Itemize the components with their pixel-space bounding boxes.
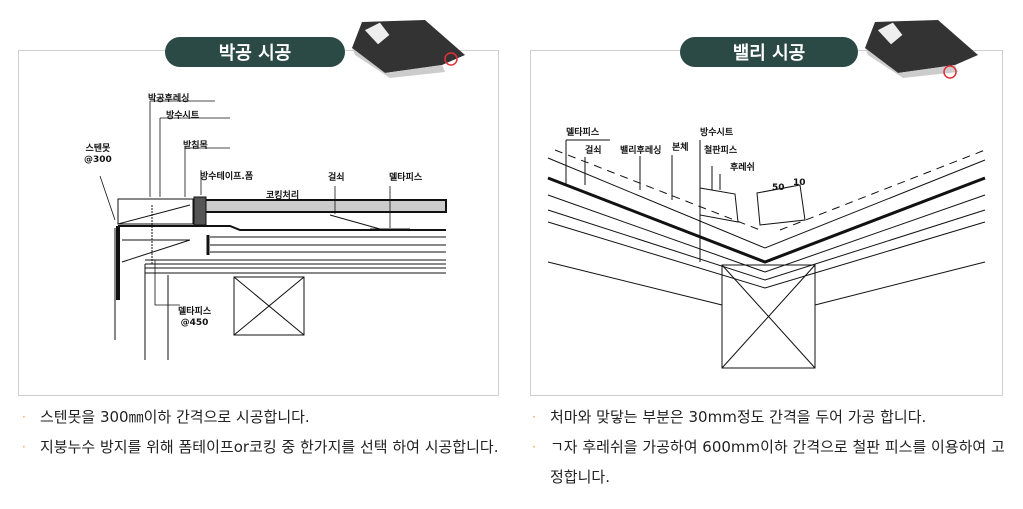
label-steel-piece: 철판피스 [704,146,738,156]
bullet-icon: · [22,410,26,424]
label-body: 본체 [672,143,689,153]
label-waterproof-sheet-r: 방수시트 [700,128,734,138]
label-delta-piece: 델타피스 [389,173,423,183]
bullet-icon: · [22,440,26,454]
label-barge-flashing: 박공후레싱 [148,94,190,104]
label-flashing: 후레쉬 [730,163,755,173]
label-waterproof-tape: 방수테이프.폼 [200,172,254,182]
bullet-icon: · [532,410,536,424]
left-panel [18,50,499,396]
left-title: 박공 시공 [165,37,345,67]
note-text: 지붕누수 방지를 위해 폼테이프or코킹 중 한가지를 선택 하여 시공합니다. [40,438,499,456]
note-text: ㄱ자 후레쉬을 가공하여 600mm이하 간격으로 철판 피스를 이용하여 고정… [550,438,1005,486]
stainless-nail-spacing: @300 [84,155,112,165]
stainless-nail-text: 스텐못 [85,144,111,154]
note-text: 스텐못을 300㎜이하 간격으로 시공합니다. [40,408,310,426]
left-notes: · 스텐못을 300㎜이하 간격으로 시공합니다. · 지붕누수 방지를 위해 폼테… [22,402,502,462]
delta-piece-text: 델타피스 [178,307,212,317]
label-delta-piece-450: 델타피스@450 [178,307,211,329]
label-stainless-nail: 스텐못@300 [84,144,112,166]
delta-piece-spacing: @450 [180,318,209,328]
note-text: 처마와 맞닿는 부분은 30mm정도 간격을 두어 가공 합니다. [550,408,927,426]
note-item: · 지붕누수 방지를 위해 폼테이프or코킹 중 한가지를 선택 하여 시공합니다… [22,432,502,462]
label-support-wood: 받침목 [183,141,208,151]
note-item: · ㄱ자 후레쉬을 가공하여 600mm이하 간격으로 철판 피스를 이용하여 고… [532,432,1012,492]
label-caulking: 코킹처리 [266,191,300,201]
label-delta-piece-r: 델타피스 [566,128,600,138]
note-item: · 스텐못을 300㎜이하 간격으로 시공합니다. [22,402,502,432]
label-hook-r: 걸쇠 [585,146,602,156]
right-title: 밸리 시공 [680,37,858,67]
note-item: · 처마와 맞닿는 부분은 30mm정도 간격을 두어 가공 합니다. [532,402,1012,432]
bullet-icon: · [532,440,536,454]
right-notes: · 처마와 맞닿는 부분은 30mm정도 간격을 두어 가공 합니다. · ㄱ자 후… [532,402,1012,492]
label-waterproof-sheet: 방수시트 [166,111,200,121]
label-dim-10: 10 [793,178,806,188]
label-hook: 걸쇠 [328,173,345,183]
right-panel [530,50,1003,396]
label-dim-50: 50 [772,183,785,193]
label-valley-flashing: 밸리후레싱 [620,146,662,156]
